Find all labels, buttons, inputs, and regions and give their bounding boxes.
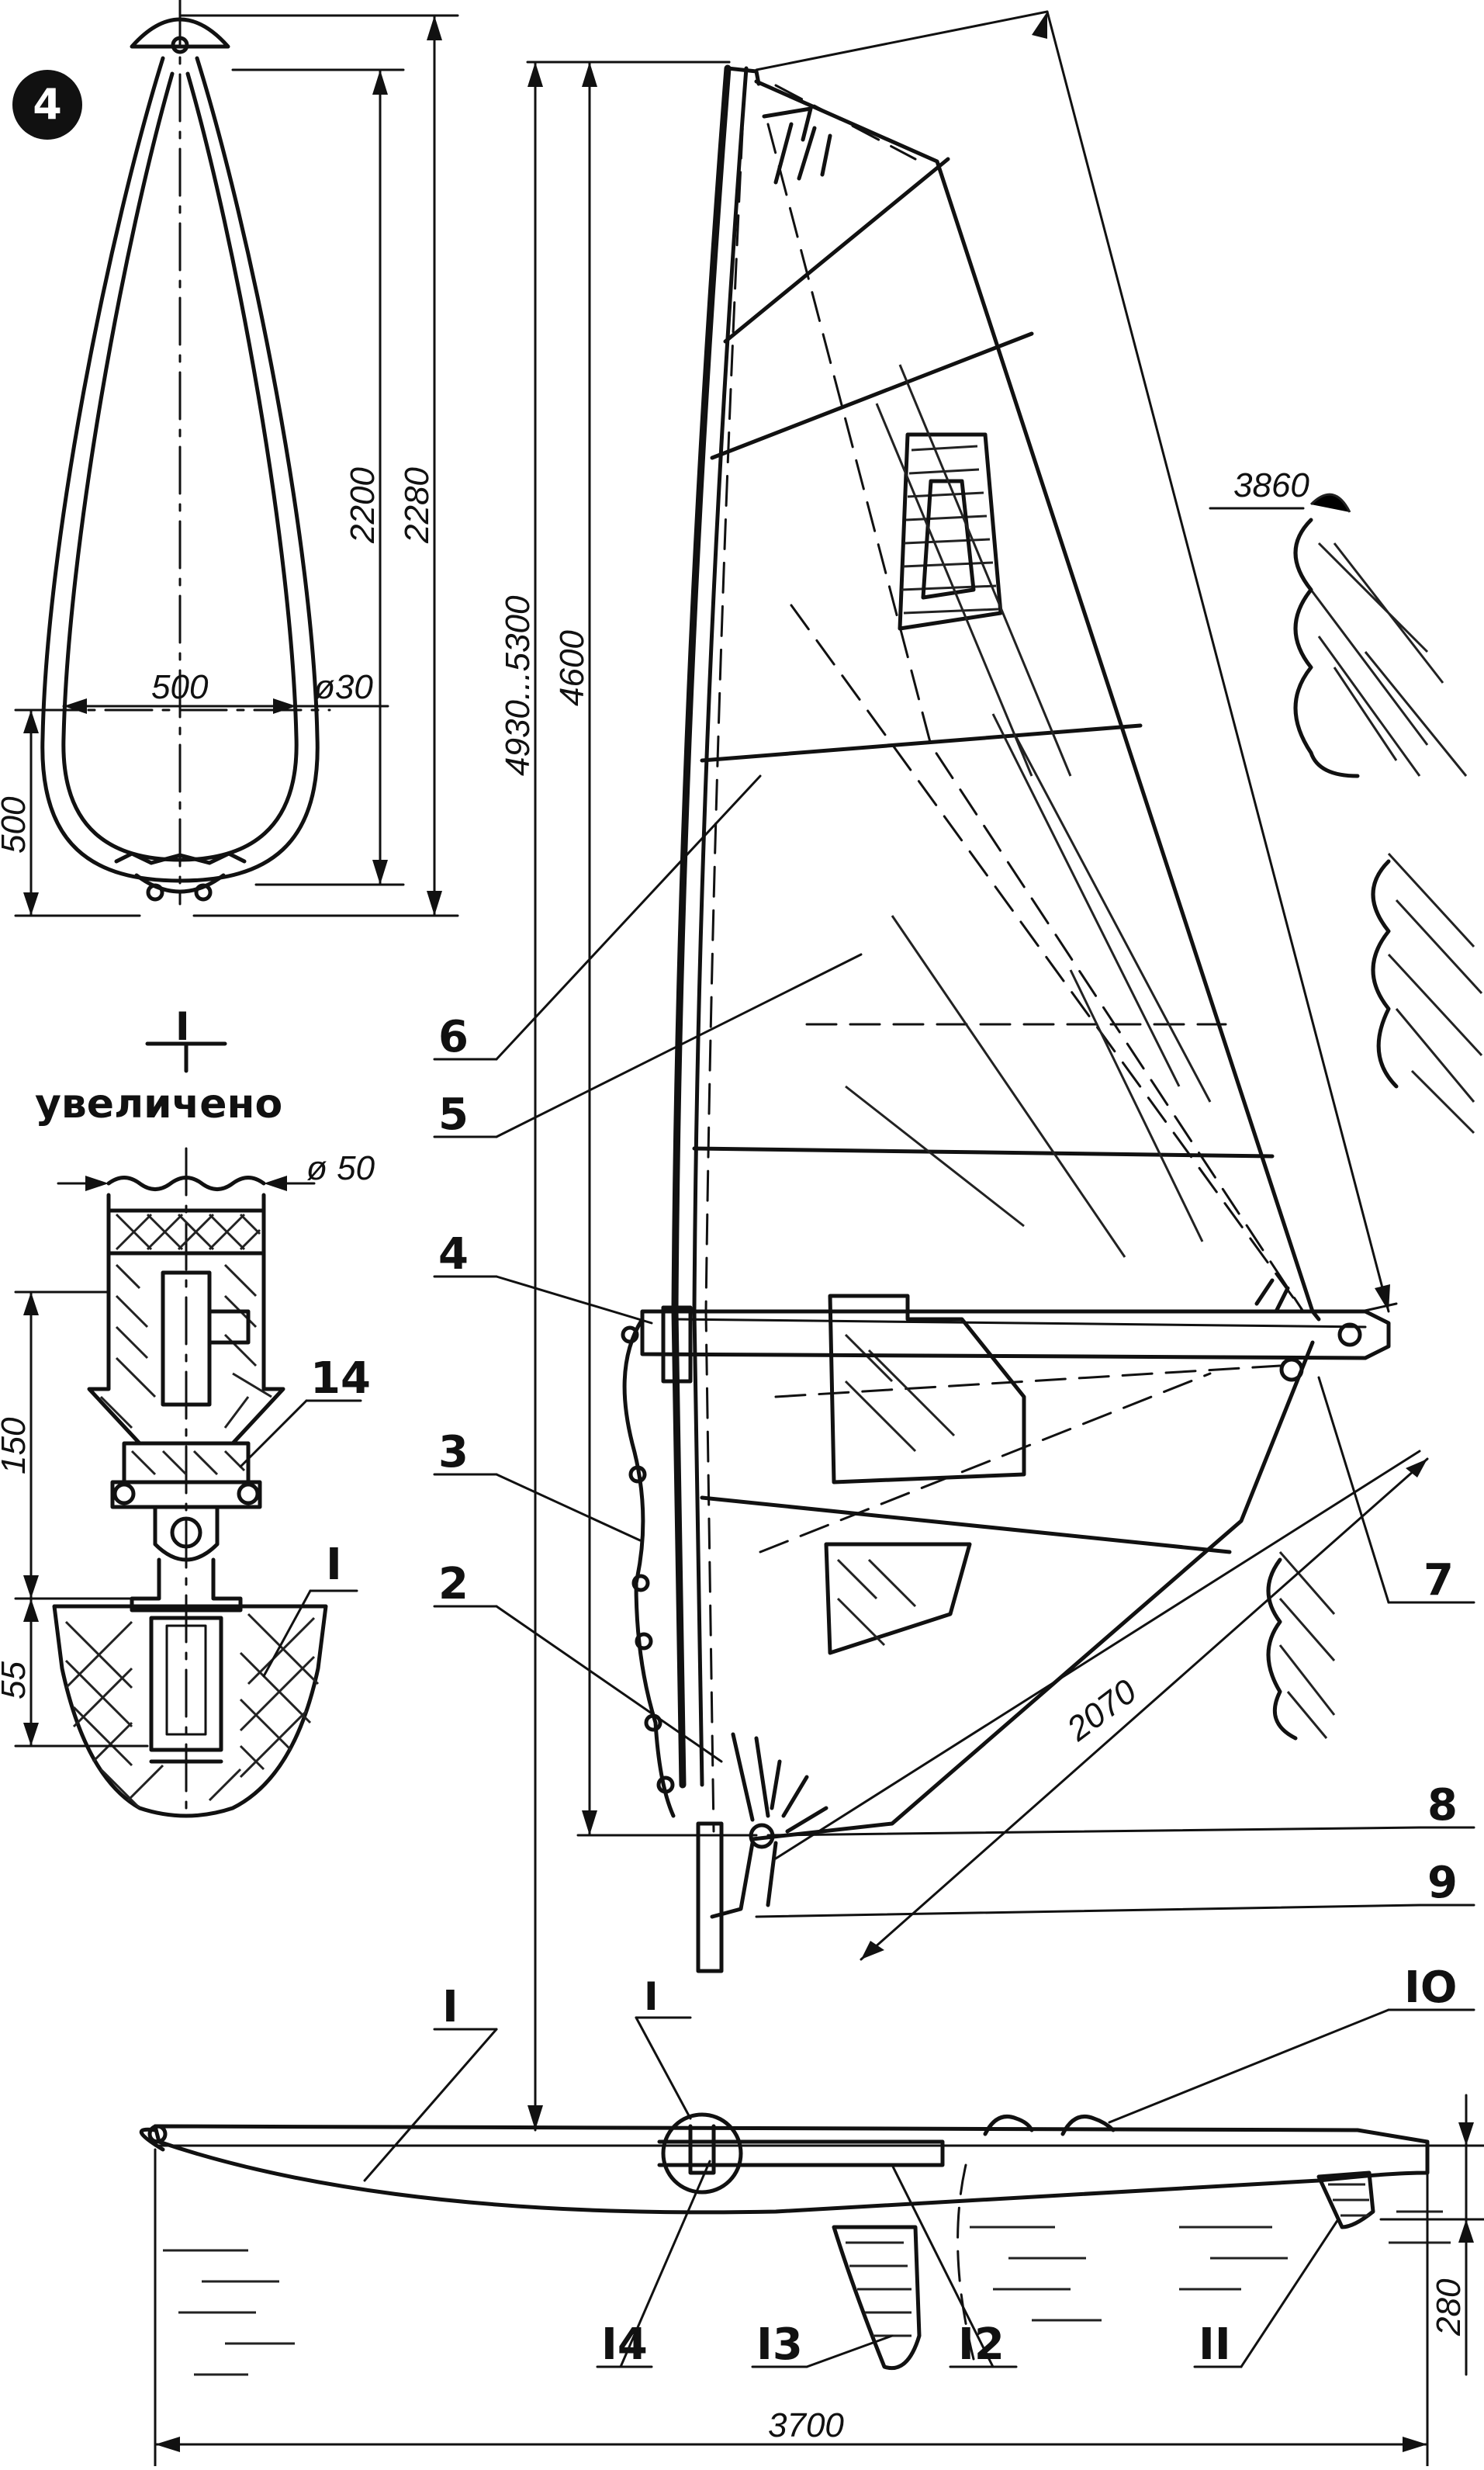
mast-luff-label: 4600 [553, 630, 591, 706]
detail-height-lower-label: 55 [0, 1661, 33, 1699]
water-hatching [163, 2210, 1451, 2376]
lower-window-2 [824, 1542, 972, 1655]
callout-sail: 5 [438, 1090, 469, 1140]
detail-i-view: I увеличено [35, 1004, 328, 1818]
callout-skeg: II [1199, 2319, 1231, 2370]
foot-label: 2070 [1060, 1672, 1144, 1749]
callout-uphaul: 3 [438, 1427, 469, 1477]
boom-inner-length-label: 2200 [344, 467, 382, 544]
figure-number-badge: 4 [12, 70, 82, 140]
wishbone-boom [640, 1305, 1391, 1384]
detail-callout-hull: I [326, 1540, 342, 1590]
boom-outer-length-label: 2280 [398, 467, 436, 544]
boom-dimensions: 2200 2280 500 ø30 500 [0, 14, 459, 917]
callout-mast-foot: 2 [438, 1559, 469, 1609]
callout-downhaul: 9 [1427, 1858, 1458, 1908]
uphaul [622, 1317, 676, 1818]
batten-1 [723, 157, 950, 344]
detail-caption: увеличено [35, 1081, 282, 1128]
board-length-label: 3700 [768, 2406, 844, 2444]
lower-window-1 [828, 1294, 1026, 1484]
detail-marker-top: I [175, 1004, 190, 1049]
detail-callout-fitting: 14 [310, 1353, 371, 1404]
daggerboard [832, 2225, 922, 2370]
callout-detail-marker: I [644, 1974, 659, 2019]
detail-i-dimensions: ø 50 150 55 [0, 1149, 375, 1748]
boom-width-label: 500 [151, 668, 209, 706]
cloud-shading [1266, 493, 1483, 1741]
boom-tube-diameter-label: ø30 [314, 668, 373, 706]
sailboard-side-view [621, 64, 1391, 2195]
skeg [1316, 2170, 1375, 2229]
detail-i-callouts: 14 I [239, 1353, 371, 1678]
callout-batten: 6 [438, 1012, 469, 1062]
figure-number: 4 [33, 80, 62, 129]
callout-daggerboard: I3 [756, 2319, 803, 2370]
sail-window [898, 432, 1003, 631]
detail-height-upper-label: 150 [0, 1417, 33, 1474]
callout-clew: 7 [1423, 1555, 1454, 1606]
boom-end-height-label: 500 [0, 796, 33, 854]
board-hull [139, 2115, 1451, 2376]
board-dimensions: 4930...5300 4600 3860 2070 280 3700 [154, 10, 1484, 2468]
sail [692, 79, 1321, 1841]
board-callouts: 6 5 4 3 2 7 8 9 IO I I I4 [363, 774, 1475, 2370]
boom-top-view [29, 0, 331, 906]
leech-label: 3860 [1233, 466, 1309, 504]
fin-depth-label: 280 [1430, 2278, 1468, 2337]
mast-total-label: 4930...5300 [499, 595, 537, 776]
callout-tack: 8 [1427, 1780, 1458, 1831]
callout-wishbone: 4 [438, 1229, 469, 1280]
callout-footstraps: IO [1404, 1962, 1457, 2013]
batten-3 [700, 723, 1143, 763]
callout-universal-joint: I4 [601, 2319, 648, 2370]
detail-diameter-label: ø 50 [306, 1149, 375, 1187]
hull-foam-hatching [64, 1613, 320, 1810]
mast [671, 64, 732, 1789]
callout-hull: I [442, 1982, 458, 2032]
footstraps [983, 2115, 1116, 2136]
mast-plug-hatching [115, 1213, 261, 1251]
